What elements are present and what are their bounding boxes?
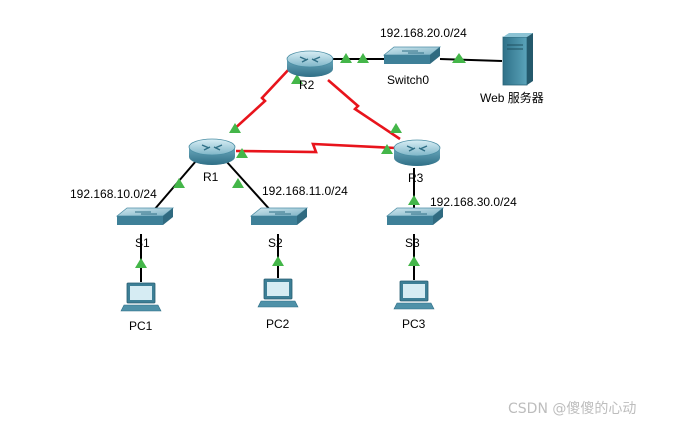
link-up-indicator <box>408 195 420 205</box>
link-up-indicator <box>272 256 284 266</box>
network-label-192-168-11: 192.168.11.0/24 <box>262 184 348 198</box>
router-r3[interactable] <box>393 139 441 166</box>
link-status-indicators <box>135 53 466 268</box>
pc-pc1[interactable] <box>120 282 162 312</box>
pc-pc2[interactable] <box>257 278 299 308</box>
link-up-indicator <box>173 178 185 188</box>
ethernet-link-switch0-server[interactable] <box>439 58 503 62</box>
link-up-indicator <box>390 123 402 133</box>
serial-link-r2-r1[interactable] <box>231 66 292 132</box>
switch-s2[interactable] <box>249 207 309 225</box>
watermark: CSDN @傻傻的心动 <box>508 401 636 417</box>
switch-switch0[interactable] <box>382 46 442 64</box>
server-icon <box>502 36 528 86</box>
link-up-indicator <box>357 53 369 63</box>
network-label-192-168-20: 192.168.20.0/24 <box>380 26 467 40</box>
links <box>140 58 503 282</box>
web-server[interactable] <box>502 33 533 86</box>
ethernet-link-r1-s2[interactable] <box>225 160 273 213</box>
link-up-indicator <box>236 148 248 158</box>
pc-pc3[interactable] <box>393 280 435 310</box>
switch-s3[interactable] <box>385 207 445 225</box>
device-label-pc1: PC1 <box>129 319 153 333</box>
device-label-web-server: Web 服务器 <box>480 90 544 105</box>
device-label-r1: R1 <box>203 170 219 184</box>
device-label-s3: S3 <box>405 236 420 250</box>
link-up-indicator <box>232 178 244 188</box>
link-up-indicator <box>229 123 241 133</box>
device-label-pc2: PC2 <box>266 317 290 331</box>
link-up-indicator <box>381 144 393 154</box>
device-label-s1: S1 <box>135 236 150 250</box>
link-up-indicator <box>291 74 303 84</box>
router-r1[interactable] <box>188 138 236 165</box>
serial-link-r1-r3[interactable] <box>235 142 397 154</box>
device-label-pc3: PC3 <box>402 317 426 331</box>
switch-s1[interactable] <box>115 207 175 225</box>
device-label-r2: R2 <box>299 78 315 92</box>
device-label-switch0: Switch0 <box>387 73 429 87</box>
serial-link-r2-r3[interactable] <box>327 79 401 141</box>
link-up-indicator <box>452 53 466 63</box>
link-up-indicator <box>408 256 420 266</box>
device-label-r3: R3 <box>408 171 424 185</box>
network-label-192-168-30: 192.168.30.0/24 <box>430 195 517 209</box>
link-up-indicator <box>340 53 352 63</box>
link-up-indicator <box>135 258 147 268</box>
router-r2[interactable] <box>286 50 334 77</box>
device-label-s2: S2 <box>268 236 283 250</box>
network-label-192-168-10: 192.168.10.0/24 <box>70 187 157 201</box>
